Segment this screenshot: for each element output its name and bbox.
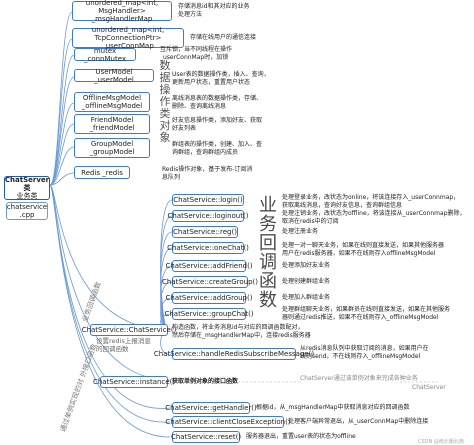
member-desc-6: 群组表的操作类，创建、加入、查 询群组，查询群组内成员 bbox=[172, 141, 263, 156]
method-desc-addfriend: 处理添加好友业务 bbox=[282, 262, 331, 269]
member-desc-1: 存储在线用户的通信连接 bbox=[190, 34, 257, 41]
method-desc-instance: 获取单例对象的接口函数 bbox=[172, 378, 239, 385]
source-file-label: chatservice .cpp bbox=[6, 203, 48, 219]
method-reg: ChatService::reg() bbox=[172, 226, 238, 238]
root-title: ChatServer类 业务类 bbox=[4, 176, 50, 200]
method-groupchat: ChatService::groupChat() bbox=[164, 308, 254, 320]
member-desc-2: 互斥锁，当不同线程在操作 _userConnMap时，加锁 bbox=[160, 46, 233, 61]
instance-note: ChatServer通过该单例对象来完成各种业务 bbox=[300, 375, 418, 382]
member-offlinemsgmodel: OfflineMsgModel _offlineMsgModel bbox=[74, 92, 150, 112]
method-login: ChatService::login() bbox=[172, 194, 244, 206]
member-desc-0: 存储消息id和其对应的业务 处理方法 bbox=[178, 3, 250, 18]
method-addfriend: ChatService::addFriend() bbox=[165, 260, 253, 272]
method-loginout: ChatService::loginout() bbox=[167, 210, 249, 222]
watermark: CSDN @南北朝北南 bbox=[418, 439, 464, 445]
method-instance: ChatService::instance() bbox=[92, 376, 176, 388]
instance-note-chatserver: ChatServer bbox=[412, 384, 446, 391]
data-object-group-label: 数 据 操 作 类 对 象 bbox=[159, 59, 171, 144]
method-desc-reset: 服务器退出，重置user表的状态为offline bbox=[246, 433, 356, 440]
method-desc-constructor: 构造函数，将业务消息id与对应的回调函数配对， 然后存储在_msgHandler… bbox=[172, 324, 311, 339]
method-desc-gethandler: 根据id，从_msgHandlerMap中获取消息对应的回调函数 bbox=[256, 404, 410, 411]
method-desc-login: 处理登录业务，改状态为online，将该连接存入_userConnmap， 获取… bbox=[282, 194, 460, 209]
method-handle-redis-subscribe: ChatService::handleRedisSubscribeMessage… bbox=[153, 348, 315, 360]
method-desc-onechat: 处理一对一聊天业务，如果在线则直接发送，如果其他服务器 用户在redis服务器，… bbox=[282, 242, 445, 257]
method-desc-creategroup: 处理创建群组业务 bbox=[282, 278, 331, 285]
method-constructor: ChatService::ChatService() bbox=[81, 324, 177, 336]
method-addgroup: ChatService::addGroup() bbox=[165, 292, 253, 304]
branch-label-redis-report: 设置redis上报消息 的回调函数 bbox=[96, 337, 151, 353]
member-msghandlermap: unordered_map<int, MsgHandler> _msgHandl… bbox=[72, 0, 172, 23]
member-desc-3: User表的数据操作类，插入、查询， 更新用户状态，重置用户状态 bbox=[172, 71, 270, 86]
member-connmutex: mutex _connMutex bbox=[74, 47, 136, 63]
member-groupmodel: GroupModel _groupModel bbox=[74, 138, 150, 158]
method-reset: ChatService::reset() bbox=[170, 431, 242, 443]
method-onechat: ChatService::oneChat() bbox=[167, 242, 249, 254]
method-desc-reg: 处理注册业务 bbox=[282, 228, 319, 235]
member-desc-4: 离线消息表的数据操作类，存储、 删除、查询离线消息 bbox=[172, 95, 263, 110]
member-usermodel: UserModel _userModel bbox=[74, 68, 154, 84]
source-file-node: chatservice .cpp bbox=[6, 202, 48, 220]
method-desc-addgroup: 处理加入群组业务 bbox=[282, 294, 331, 301]
member-desc-7: Redis操作对象，基于发布-订阅消 息队列 bbox=[162, 166, 253, 181]
method-clientcloseexception: ChatService::clientCloseException() bbox=[165, 416, 291, 428]
method-desc-handle-redis: 从redis消息队列中获取订阅的消息，如果用户在 线则send，不在线则存入_o… bbox=[300, 345, 429, 360]
method-creategroup: ChatService::createGroup() bbox=[162, 276, 258, 288]
method-desc-groupchat: 处理群组聊天业务，如果群员在线则直接发送，如果在其他服务 器则通过redis推送… bbox=[282, 306, 451, 321]
member-friendmodel: FriendModel _friendModel bbox=[74, 114, 150, 134]
method-gethandler: ChatService::getHandler() bbox=[165, 402, 257, 414]
method-desc-clientclose: 处理客户端异常退出，从_userConnMap中删除连接 bbox=[288, 418, 429, 425]
business-callback-group-label: 业 务 回 调 函 数 bbox=[259, 195, 277, 311]
root-node: ChatServer类 业务类 bbox=[4, 176, 50, 200]
member-userconnmap: unordered_map<int, TcpConnectionPtr> _us… bbox=[72, 26, 184, 50]
member-redis: Redis _redis bbox=[74, 166, 130, 179]
member-desc-5: 好友信息操作类，添加好友、获取 好友列表 bbox=[172, 117, 263, 132]
method-desc-loginout: 处理注销业务，改状态为offline，将该连接从_userConnmap删除， … bbox=[282, 210, 466, 225]
